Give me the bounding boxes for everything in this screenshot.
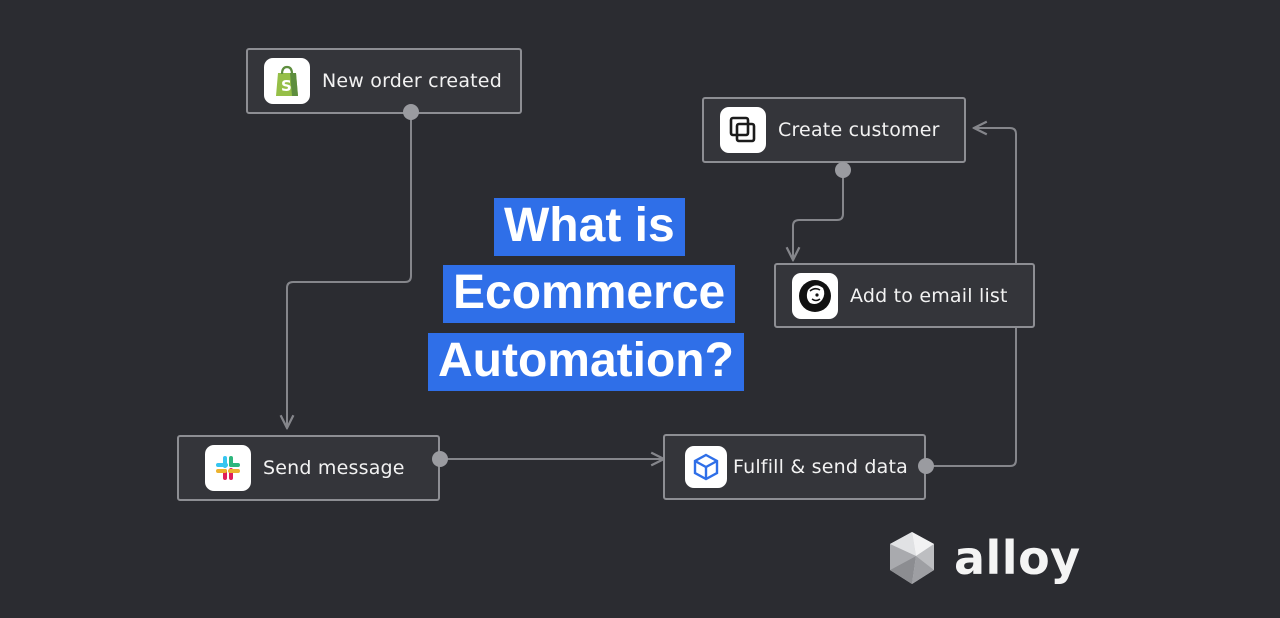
wire-new-order-to-send-message: [287, 112, 412, 428]
node-label: Send message: [263, 457, 405, 479]
brand-name: alloy: [954, 531, 1081, 585]
svg-text:S: S: [281, 77, 292, 95]
headline-line-3: Automation?: [428, 333, 744, 391]
output-port-send-message[interactable]: [432, 451, 448, 467]
wire-create-customer-to-email-list: [793, 170, 844, 260]
stacked-squares-icon: [720, 107, 766, 153]
node-fulfill-send-data[interactable]: Fulfill & send data: [663, 434, 926, 500]
node-label: Create customer: [778, 119, 940, 141]
node-label: New order created: [322, 70, 502, 92]
output-port-fulfill[interactable]: [918, 458, 934, 474]
shipping-box-icon: [685, 446, 727, 488]
output-port-new-order[interactable]: [403, 104, 419, 120]
headline-line-2: Ecommerce: [443, 265, 736, 323]
node-add-to-email-list[interactable]: Add to email list: [774, 263, 1035, 328]
shopify-bag-icon: S: [264, 58, 310, 104]
node-new-order-created[interactable]: S New order created: [246, 48, 522, 114]
alloy-gem-logo: [890, 532, 934, 584]
node-label: Add to email list: [850, 284, 1008, 307]
output-port-create-customer[interactable]: [835, 162, 851, 178]
brand-logo: alloy: [886, 530, 1081, 586]
node-send-message[interactable]: Send message: [177, 435, 440, 501]
mailchimp-monkey-icon: [792, 272, 838, 319]
node-create-customer[interactable]: Create customer: [702, 97, 966, 163]
slack-hash-icon: [205, 445, 251, 491]
headline-line-1: What is: [494, 198, 685, 256]
node-label: Fulfill & send data: [733, 456, 908, 478]
